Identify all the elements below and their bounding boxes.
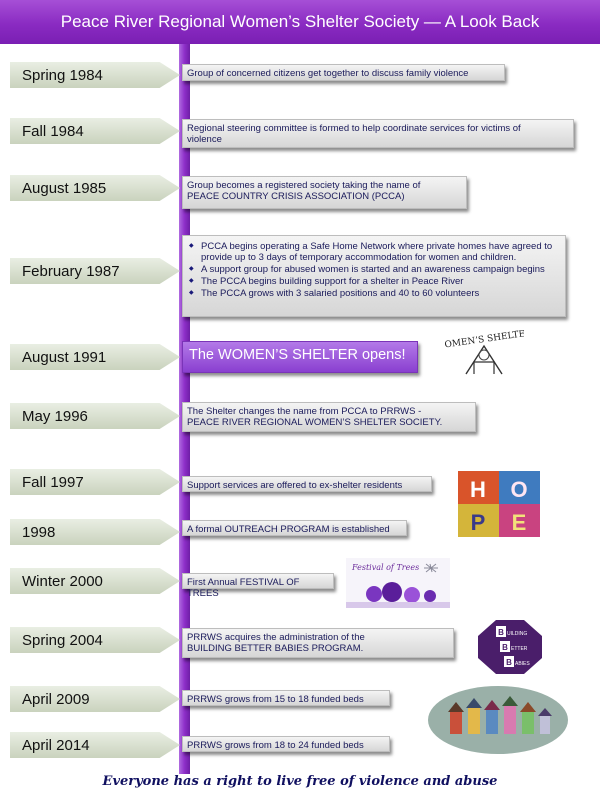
timeline-date: August 1985 bbox=[10, 175, 180, 201]
timeline-date: April 2009 bbox=[10, 686, 180, 712]
bbb-letter: B bbox=[506, 658, 512, 667]
event-text: PRRWS grows from 18 to 24 funded beds bbox=[187, 740, 364, 751]
timeline-date: May 1996 bbox=[10, 403, 180, 429]
event-text: Group becomes a registered society takin… bbox=[187, 180, 421, 191]
timeline-date: August 1991 bbox=[10, 344, 180, 370]
timeline-event: PRRWS acquires the administration of the… bbox=[182, 628, 454, 658]
page-title: Peace River Regional Women’s Shelter Soc… bbox=[0, 0, 600, 44]
logo-text: WOMEN’S SHELTER bbox=[444, 330, 524, 352]
event-bullet: The PCCA begins building support for a s… bbox=[189, 276, 561, 287]
building-better-babies-logo: B B B UILDING ETTER ABIES bbox=[478, 620, 542, 674]
timeline-event: Support services are offered to ex-shelt… bbox=[182, 476, 432, 492]
timeline-event: First Annual FESTIVAL OF TREES bbox=[182, 573, 334, 599]
timeline-event: The Shelter changes the name from PCCA t… bbox=[182, 402, 476, 432]
bbb-letter: B bbox=[498, 628, 504, 637]
timeline-date: Winter 2000 bbox=[10, 568, 180, 594]
hope-letter: P bbox=[471, 510, 486, 535]
timeline-event-highlight: The WOMEN’S SHELTER opens! bbox=[182, 341, 418, 373]
event-text: The Shelter changes the name from PCCA t… bbox=[187, 406, 422, 417]
timeline-date: Spring 2004 bbox=[10, 627, 180, 653]
timeline-date: February 1987 bbox=[10, 258, 180, 284]
event-text: A formal OUTREACH PROGRAM is established bbox=[187, 524, 390, 535]
timeline-event: Regional steering committee is formed to… bbox=[182, 119, 574, 148]
bbb-letter: B bbox=[502, 643, 508, 652]
hope-letter: H bbox=[470, 477, 486, 502]
event-bullet: A support group for abused women is star… bbox=[189, 264, 561, 275]
bbb-word: ABIES bbox=[515, 661, 530, 667]
birdhouses-image bbox=[428, 686, 568, 754]
womens-shelter-logo: WOMEN’S SHELTER bbox=[444, 330, 524, 375]
hope-letter: E bbox=[512, 510, 527, 535]
event-bullet: The PCCA grows with 3 salaried positions… bbox=[189, 288, 561, 299]
event-text: violence bbox=[187, 134, 222, 145]
timeline-date: April 2014 bbox=[10, 732, 180, 758]
hope-artwork: H O P E bbox=[458, 471, 540, 537]
bbb-word: UILDING bbox=[507, 631, 527, 637]
event-bullet: PCCA begins operating a Safe Home Networ… bbox=[189, 241, 561, 263]
event-text: Regional steering committee is formed to… bbox=[187, 123, 521, 134]
timeline-event: A formal OUTREACH PROGRAM is established bbox=[182, 520, 407, 536]
timeline-date: 1998 bbox=[10, 519, 180, 545]
event-text: PEACE COUNTRY CRISIS ASSOCIATION (PCCA) bbox=[187, 191, 405, 202]
timeline-date: Fall 1997 bbox=[10, 469, 180, 495]
footer-slogan: Everyone has a right to live free of vio… bbox=[102, 774, 498, 789]
event-text: Group of concerned citizens get together… bbox=[187, 68, 469, 79]
event-text: First Annual FESTIVAL OF TREES bbox=[187, 577, 300, 599]
timeline-event: Group of concerned citizens get together… bbox=[182, 64, 505, 81]
event-text: Support services are offered to ex-shelt… bbox=[187, 480, 403, 491]
timeline-date: Fall 1984 bbox=[10, 118, 180, 144]
bbb-word: ETTER bbox=[511, 646, 528, 652]
hope-letter: O bbox=[510, 477, 527, 502]
timeline-event: PCCA begins operating a Safe Home Networ… bbox=[182, 235, 566, 317]
event-text: PRRWS acquires the administration of the bbox=[187, 632, 365, 643]
event-bullet-list: PCCA begins operating a Safe Home Networ… bbox=[187, 241, 561, 299]
festival-of-trees-image: Festival of Trees bbox=[346, 558, 450, 608]
timeline-event: Group becomes a registered society takin… bbox=[182, 176, 467, 209]
festival-title: Festival of Trees bbox=[351, 563, 419, 572]
timeline-date: Spring 1984 bbox=[10, 62, 180, 88]
event-text: The WOMEN’S SHELTER opens! bbox=[189, 347, 406, 363]
timeline-event: PRRWS grows from 15 to 18 funded beds bbox=[182, 690, 390, 706]
timeline-event: PRRWS grows from 18 to 24 funded beds bbox=[182, 736, 390, 752]
event-text: BUILDING BETTER BABIES PROGRAM. bbox=[187, 643, 364, 654]
event-text: PRRWS grows from 15 to 18 funded beds bbox=[187, 694, 364, 705]
event-text: PEACE RIVER REGIONAL WOMEN’S SHELTER SOC… bbox=[187, 417, 443, 428]
